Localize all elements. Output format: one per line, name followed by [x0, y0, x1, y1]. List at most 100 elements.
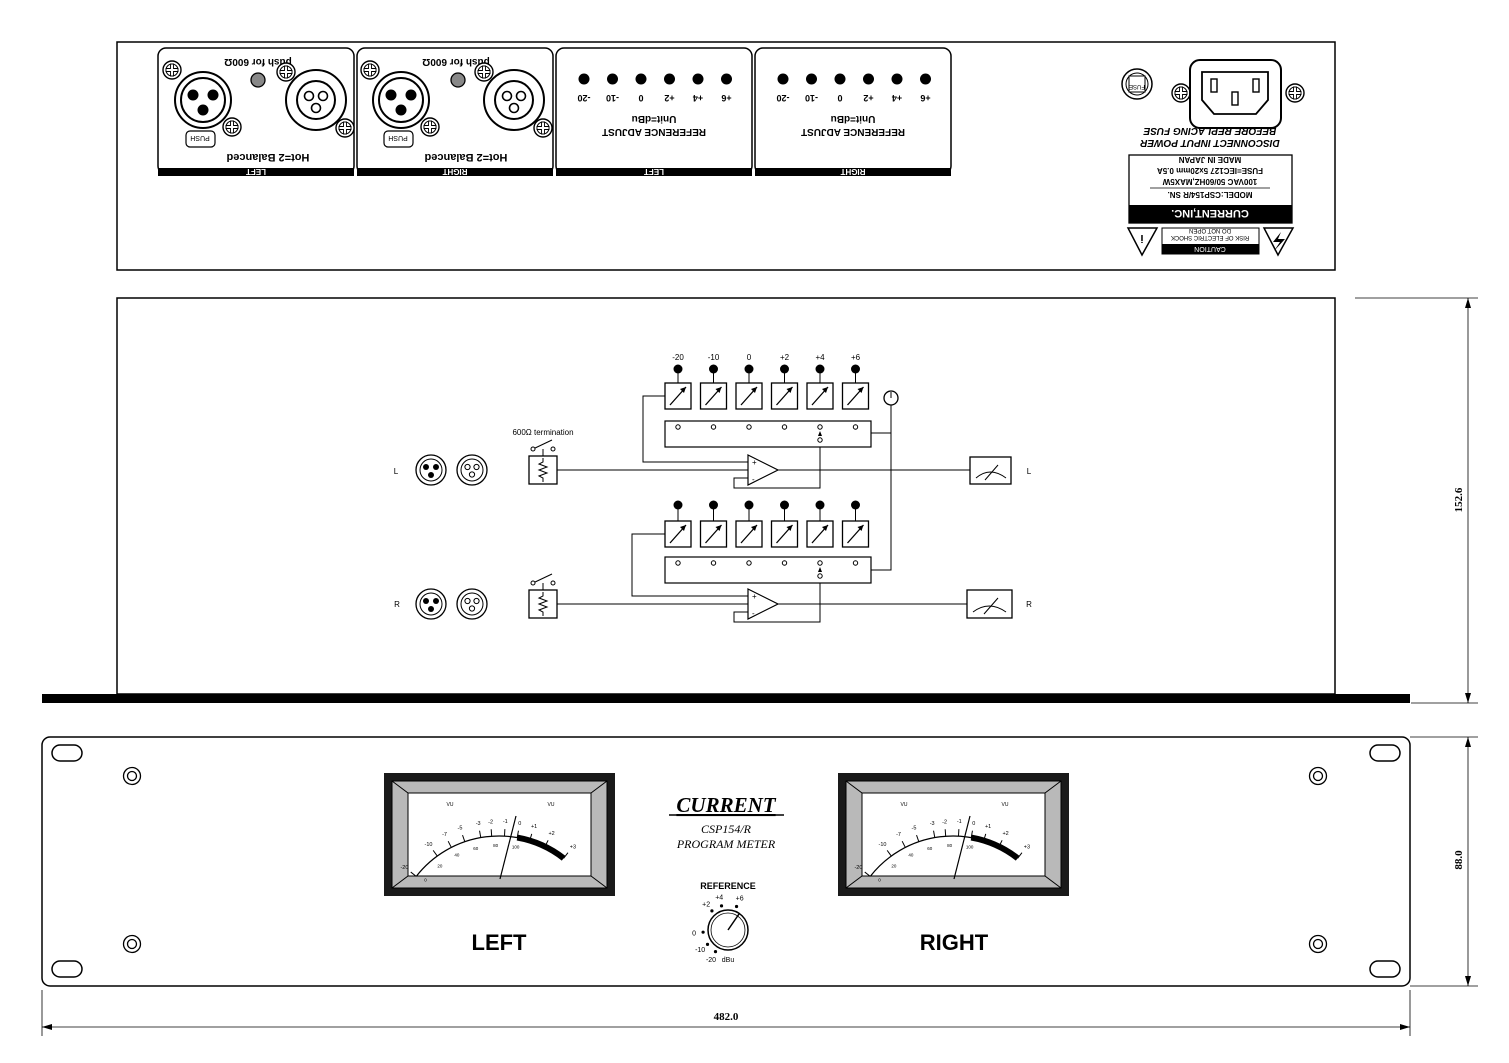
reference-knob[interactable]	[707, 909, 749, 951]
ref-level-label: +2	[664, 93, 674, 103]
vu-scale-label: -20	[400, 865, 408, 871]
dimension-height-side: 152.6	[1453, 487, 1465, 512]
ref-jumper-dot	[692, 73, 704, 85]
knob-position-marks: -20-100+2+4+6	[692, 895, 744, 964]
svg-text:-: -	[752, 609, 755, 618]
meter-left-label: L	[1027, 467, 1032, 476]
push-button-label: PUSH	[190, 134, 209, 141]
rack-slot	[1369, 960, 1401, 978]
vu-percent-label: 60	[927, 846, 933, 851]
vu-scale-label: -5	[911, 826, 916, 832]
vu-face	[861, 792, 1046, 877]
ref-jumper-dot	[664, 73, 675, 85]
knob-position-label: +4	[715, 895, 723, 902]
model-name: CSP154/R	[701, 822, 752, 836]
ref-level-label: 0	[638, 93, 643, 103]
vu-red-zone	[516, 834, 566, 861]
rack-slot	[51, 744, 83, 762]
trim-pot	[770, 382, 799, 410]
trim-pot	[664, 520, 692, 548]
vu-needle	[953, 815, 971, 880]
knob-position-dot	[701, 930, 705, 934]
push-button-label: PUSH	[388, 134, 407, 141]
vu-scale-label: +2	[1002, 831, 1008, 837]
vu-scale-label: -2	[488, 819, 493, 825]
xlr-thru-connector[interactable]	[285, 69, 347, 131]
trim-pot	[806, 520, 834, 548]
ref-level-label: -20	[577, 93, 590, 103]
info-glyph: i	[1140, 232, 1143, 244]
balanced-label: Hot=2 Balanced	[425, 151, 508, 163]
vu-percent-label: 80	[493, 843, 499, 848]
ref-level-label: +2	[863, 93, 873, 103]
trim-pot	[841, 382, 870, 410]
switch-contact	[746, 424, 752, 430]
vu-scale-label: +3	[570, 844, 576, 850]
ref-jumper-dot	[806, 73, 817, 85]
rack-slot	[51, 960, 83, 978]
xlr-input-connector[interactable]	[174, 71, 232, 129]
vu-percent-label: 0	[878, 877, 881, 882]
switch-contact	[710, 424, 717, 430]
vu-percent-label: 40	[908, 853, 914, 858]
vu-scale-label: -10	[878, 842, 886, 848]
caution-title: CAUTION	[1194, 245, 1226, 252]
ref-right-label: RIGHT	[840, 167, 865, 176]
xlr-module-left: LEFT push for 600Ω Hot=2 Balanced PUSH	[157, 47, 355, 176]
vu-percent-label: 100	[966, 844, 974, 849]
vu-percent-label: 80	[947, 843, 953, 848]
knob-position-label: -20	[706, 957, 716, 964]
ref-title: REFERENCE ADJUST	[602, 126, 706, 137]
vu-scale-label: -1	[957, 819, 962, 825]
balanced-label: Hot=2 Balanced	[227, 151, 310, 163]
selector-switch-left	[664, 420, 872, 448]
switch-contact	[852, 424, 859, 430]
caution-line2: DO NOT OPEN	[1189, 227, 1231, 233]
vu-scale-label: -1	[503, 819, 508, 825]
ref-jumper-dot	[578, 73, 590, 85]
ref-unit: Unit=dBu	[632, 113, 677, 124]
reference-knob-group: REFERENCE -20-100+2+4+6 dBu	[692, 881, 756, 964]
power-inlet[interactable]	[1189, 59, 1282, 129]
termination-push-button[interactable]	[250, 72, 266, 88]
xlr-thru-connector[interactable]	[483, 69, 545, 131]
vu-percent-label: 100	[512, 844, 520, 849]
knob-position-label: +2	[702, 901, 710, 908]
knob-position-dot	[710, 909, 714, 913]
schematic-level-label: 0	[747, 353, 752, 362]
ref-level-label: +6	[920, 93, 930, 103]
vu-scale-label: +1	[531, 824, 537, 830]
termination-push-button[interactable]	[450, 72, 466, 88]
vu-percent-label: 20	[891, 863, 897, 868]
nameplate-fuse: FUSE=IEC127 5x20mm 0.5A	[1157, 166, 1263, 175]
trim-pot	[770, 520, 799, 548]
ref-jumper-dot	[891, 73, 903, 85]
vu-tag: VU	[1002, 802, 1009, 808]
knob-position-label: 0	[692, 930, 696, 937]
nameplate-power: 100VAC 50/60HZ,MAX5W	[1162, 177, 1257, 186]
ref-jumper-dot	[777, 73, 789, 85]
product-name: PROGRAM METER	[676, 837, 776, 851]
trim-pot	[735, 382, 763, 410]
vu-percent-label: 0	[424, 877, 427, 882]
schematic-level-label: +2	[780, 353, 790, 362]
vu-scale-label: -3	[930, 821, 935, 827]
ref-level-label: -10	[606, 93, 619, 103]
vu-scale-label: -7	[896, 832, 901, 838]
vu-percent-label: 20	[437, 863, 443, 868]
trim-pot	[699, 382, 728, 410]
ref-level-label: +4	[892, 93, 902, 103]
fuse-holder[interactable]: FUSE	[1121, 68, 1153, 100]
ref-left-label: LEFT	[644, 167, 664, 176]
schematic-panel-outline	[116, 297, 1336, 695]
ref-level-label: -20	[776, 93, 789, 103]
vu-scale-label: -3	[476, 821, 481, 827]
ref-jumper-dot	[635, 73, 647, 85]
xlr-input-connector[interactable]	[372, 71, 430, 129]
dimension-width: 482.0	[714, 1011, 739, 1023]
